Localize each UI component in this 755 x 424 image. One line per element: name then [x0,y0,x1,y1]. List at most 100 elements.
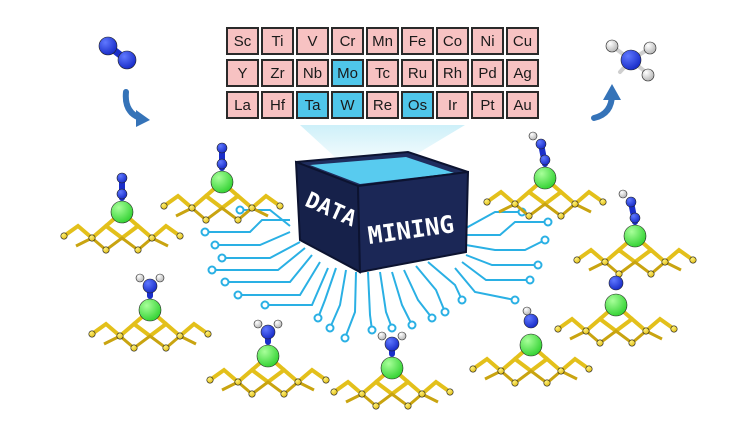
atom [519,333,543,357]
n2-molecule-icon [98,36,137,70]
circuit-node [457,295,467,305]
atom [204,330,212,338]
atom [557,367,565,375]
element-cell-rh: Rh [436,59,469,87]
atom [525,212,533,220]
atom [404,402,412,410]
circuit-node [233,290,243,300]
element-cell-v: V [296,27,329,55]
circuit-trace [427,261,463,301]
adsorbate-site-nh2 [206,319,330,398]
atom [618,189,628,199]
element-cell-ni: Ni [471,27,504,55]
atom [110,200,134,224]
element-cell-ag: Ag [506,59,539,87]
atom [620,49,642,71]
atom [206,376,214,384]
atom [88,330,96,338]
circuit-trace [454,267,516,301]
circuit-node [440,307,450,317]
element-cell-la: La [226,91,259,119]
element-cell-zr: Zr [261,59,294,87]
atom [155,273,165,283]
element-cell-mo: Mo [331,59,364,87]
atom [628,339,636,347]
atom [483,198,491,206]
atom [582,327,590,335]
atom [642,327,650,335]
atom [117,50,137,70]
atom [596,339,604,347]
atom [543,379,551,387]
circuit-node [210,240,220,250]
element-cell-tc: Tc [366,59,399,87]
atom [623,224,647,248]
projection-beam [300,125,465,158]
atom [608,275,624,291]
curved-arrow-up-icon [591,84,621,121]
element-cell-nb: Nb [296,59,329,87]
adsorbate-site-n2h [573,189,697,278]
circuit-traces [200,205,553,343]
adsorbate-site-nh [469,306,593,387]
circuit-trace [403,269,433,319]
atom [599,198,607,206]
atom [248,204,256,212]
atom [88,234,96,242]
atom [380,356,404,380]
atom [647,270,655,278]
atom [670,325,678,333]
element-cell-pt: Pt [471,91,504,119]
atom [162,344,170,352]
atom [216,142,228,154]
atom [273,319,283,329]
atom [216,158,228,170]
atom [604,293,628,317]
circuit-trace [222,241,301,259]
adsorbate-site-n2 [160,142,284,224]
atom [188,204,196,212]
adsorbate-site-n2 [60,172,184,254]
atom [522,306,532,316]
atom [294,378,302,386]
circuit-trace [466,221,548,236]
adsorbate-site-n [554,275,678,347]
element-cell-os: Os [401,91,434,119]
element-cell-w: W [331,91,364,119]
atom [585,365,593,373]
atom [625,196,637,208]
circuit-node [387,323,397,333]
atom [358,390,366,398]
atom [446,388,454,396]
atom [148,234,156,242]
circuit-trace [415,265,446,313]
atom [160,202,168,210]
atom [557,212,565,220]
atom [539,154,551,166]
atom [418,390,426,398]
atom [60,232,68,240]
atom [98,36,118,56]
element-cell-sc: Sc [226,27,259,55]
circuit-trace [344,271,357,339]
adsorbate-site-nh2 [330,331,454,410]
circuit-trace [461,261,530,281]
atom [689,256,697,264]
atom [116,172,128,184]
element-cell-pd: Pd [471,59,504,87]
circuit-trace [265,267,329,306]
circuit-node [367,325,377,335]
atom [138,298,162,322]
adsorbate-site-n2h [483,131,607,220]
element-cell-ti: Ti [261,27,294,55]
atom [523,313,539,329]
atom [511,379,519,387]
atom [248,390,256,398]
circuit-trace [329,269,347,329]
circuit-node [427,313,437,323]
circuit-node [217,253,227,263]
